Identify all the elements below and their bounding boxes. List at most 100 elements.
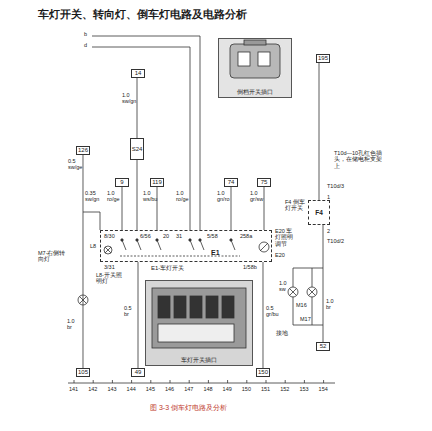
wire	[157, 187, 158, 230]
node-text: 126	[78, 147, 88, 154]
wire-label: 1.0 ro/ge	[176, 190, 189, 203]
node-text: 150	[258, 369, 268, 376]
wire	[323, 225, 324, 342]
grid-number: 142	[88, 386, 97, 392]
wire-label: 接地	[276, 330, 288, 336]
lamp-branch	[293, 268, 323, 325]
wire-label: 20	[163, 233, 169, 239]
grid-number: 143	[107, 386, 116, 392]
connector-photo-top	[218, 38, 292, 98]
connector-photo-bottom	[145, 280, 253, 366]
switch-contacts	[120, 239, 240, 256]
wire-label: 1	[327, 194, 330, 200]
wire-number-box: 150	[256, 368, 270, 377]
wire-label: b	[84, 31, 87, 37]
wire-d	[92, 47, 190, 230]
wire-label: d	[84, 42, 87, 48]
node-subtext: F4 倒车灯开关	[285, 199, 307, 212]
wire-label: 5/58	[207, 233, 218, 239]
wire-label: 2	[327, 228, 330, 234]
wire-label: 1.0 gn/ro	[217, 190, 230, 203]
wire-branch	[83, 212, 100, 230]
node-text: 105	[78, 369, 88, 376]
wire-number-box: 126	[76, 146, 90, 155]
wire-number-box: 105	[76, 368, 90, 377]
grid-number: 144	[127, 386, 136, 392]
wire-label: T10d/2	[327, 238, 344, 244]
grid-number: 141	[69, 386, 78, 392]
wire	[138, 262, 139, 368]
grid-number: 146	[165, 386, 174, 392]
wire-number-box: 9	[115, 178, 129, 187]
node-text: 车灯开关插口	[146, 357, 252, 364]
lamp-l8	[104, 246, 112, 254]
wire-label: 0.5 br	[124, 305, 136, 318]
wire-label: 1/58b	[243, 264, 257, 270]
wire-label: 8/30	[104, 233, 115, 239]
node-text: 74	[228, 179, 235, 186]
wire-label: E20	[275, 252, 285, 258]
wire-number-box: 119	[150, 178, 164, 187]
node-text: 9	[120, 179, 123, 186]
grid-axis	[68, 380, 335, 383]
grid-number: 154	[319, 386, 328, 392]
node-text: 倒档开关插口	[219, 89, 291, 96]
wire-label: 3/31	[104, 264, 115, 270]
wire-number-box: 49	[131, 368, 145, 377]
wire-label: 0.35 sw/gn	[85, 190, 99, 203]
node-text: F4	[315, 209, 323, 216]
grid-number: 150	[242, 386, 251, 392]
diagram-title: 车灯开关、转向灯、倒车灯电路及电路分析	[38, 8, 247, 20]
grid-number: 152	[280, 386, 289, 392]
node-text: S24	[132, 146, 143, 153]
wire-label: M16	[296, 302, 307, 308]
wire-label: E20 车灯照明调节	[275, 228, 297, 247]
wire	[137, 160, 138, 230]
grid-number: 153	[299, 386, 308, 392]
wire-number-box: 75	[257, 178, 271, 187]
wire	[264, 187, 265, 230]
node-text: E1	[211, 249, 220, 257]
wire-label: 1.0 ws/bu	[143, 190, 156, 203]
grid-number: 147	[184, 386, 193, 392]
figure-caption: 图 3-3 倒车灯电路及分析	[150, 404, 227, 412]
node-text: 75	[261, 179, 268, 186]
wire-label: 1.0 sw	[279, 280, 291, 293]
grid-number: 149	[223, 386, 232, 392]
node-text: 119	[152, 179, 162, 186]
wire-label: 1.0 br	[67, 318, 80, 331]
node-text: 195	[318, 55, 328, 62]
wire-label: 0.5 gr/bu	[266, 305, 280, 318]
e20-dimmer	[259, 242, 269, 252]
wire	[122, 187, 123, 230]
wire-label: L8-开关照明灯	[96, 272, 126, 285]
grid-number: 151	[261, 386, 270, 392]
wire-label: 1.0 sw/gn	[122, 92, 135, 105]
node-text: 14	[135, 70, 142, 77]
wire-label: 31	[176, 233, 182, 239]
wire-label: T10d—10孔红色插头，在储电柜支架上	[334, 150, 384, 169]
wire-label: M17	[300, 316, 311, 322]
switch-box: F4F4 倒车灯开关	[308, 200, 330, 225]
wire	[82, 155, 83, 368]
lamp-m16	[288, 287, 298, 297]
wire-label: 0.5 sw/ge	[68, 158, 80, 171]
node-text: 49	[135, 369, 142, 376]
node-text: 52	[320, 343, 327, 350]
wire	[137, 78, 138, 138]
wire-label: T10d/3	[327, 183, 344, 189]
connector-photo: 车灯开关插口	[145, 280, 253, 366]
wire	[319, 63, 320, 200]
wire-number-box: 52	[316, 342, 330, 351]
connector-photo: 倒档开关插口	[218, 38, 292, 98]
grid-number: 145	[146, 386, 155, 392]
wire-number-box: S24	[130, 138, 145, 160]
wire-label: L8	[90, 243, 96, 249]
wire	[262, 262, 263, 368]
lamp-m17	[307, 287, 317, 297]
wire-label: 1.0 br	[326, 298, 338, 311]
wire-label: M7-右侧转向灯	[38, 250, 70, 263]
wire-label: 1.0 ro/ge	[107, 190, 120, 203]
